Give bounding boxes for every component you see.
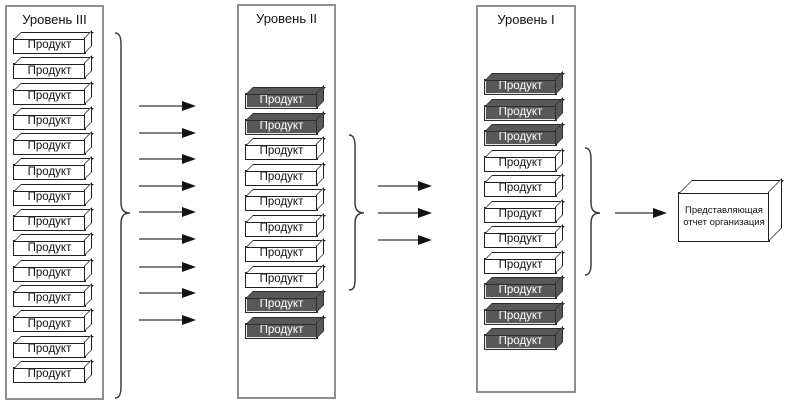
- arrow-icon: [139, 261, 197, 273]
- product-box: Продукт: [13, 38, 86, 54]
- product-label: Продукт: [27, 317, 72, 330]
- level-3-product-stack: Продукт Продукт Продукт Продукт Продукт …: [13, 7, 86, 383]
- level-1-title: Уровень I: [497, 12, 555, 27]
- product-box: Продукт: [484, 283, 557, 299]
- product-box: Продукт: [13, 341, 86, 358]
- product-box: Продукт: [484, 334, 557, 350]
- product-label: Продукт: [498, 80, 543, 93]
- product-label: Продукт: [498, 207, 543, 220]
- product-box: Продукт: [484, 104, 557, 121]
- arrow-icon: [139, 180, 197, 192]
- product-label: Продукт: [498, 335, 543, 348]
- product-box: Продукт: [13, 113, 86, 130]
- product-label: Продукт: [27, 368, 72, 381]
- level-2-title: Уровень II: [256, 11, 317, 26]
- brace-icon: [347, 133, 367, 293]
- arrow-icon: [615, 207, 673, 219]
- product-label: Продукт: [259, 196, 304, 209]
- product-box: Продукт: [13, 290, 86, 307]
- level-2-panel: Уровень II Продукт Продукт Продукт Проду…: [237, 4, 336, 399]
- product-label: Продукт: [27, 191, 72, 204]
- arrow-icon: [378, 234, 436, 246]
- product-label: Продукт: [259, 221, 304, 234]
- product-box: Продукт: [245, 195, 318, 211]
- product-box: Продукт: [245, 169, 318, 186]
- product-box: Продукт: [484, 155, 557, 172]
- product-box: Продукт: [13, 164, 86, 181]
- level-1-product-stack: Продукт Продукт Продукт Продукт Продукт …: [484, 7, 557, 350]
- product-box: Продукт: [484, 308, 557, 325]
- product-label: Продукт: [498, 284, 543, 297]
- product-label: Продукт: [259, 272, 304, 285]
- arrow-icon: [139, 314, 197, 326]
- product-label: Продукт: [259, 145, 304, 158]
- product-box: Продукт: [13, 366, 86, 383]
- product-box: Продукт: [13, 139, 86, 156]
- product-box: Продукт: [245, 297, 318, 313]
- arrow-icon: [139, 153, 197, 165]
- level-1-panel: Уровень I Продукт Продукт Продукт Продук…: [476, 5, 576, 393]
- product-label: Продукт: [27, 140, 72, 153]
- arrow-icon: [139, 233, 197, 245]
- product-label: Продукт: [27, 39, 72, 52]
- reporting-organization-label: Представляющая отчет организация: [683, 205, 765, 228]
- product-label: Продукт: [27, 266, 72, 279]
- product-box: Продукт: [484, 79, 557, 95]
- level-2-product-stack: Продукт Продукт Продукт Продукт Продукт …: [245, 6, 318, 339]
- product-label: Продукт: [259, 119, 304, 132]
- product-box: Продукт: [13, 63, 86, 80]
- product-box: Продукт: [13, 316, 86, 333]
- product-label: Продукт: [27, 342, 72, 355]
- product-label: Продукт: [259, 94, 304, 107]
- product-box: Продукт: [245, 144, 318, 160]
- product-label: Продукт: [27, 89, 72, 102]
- product-label: Продукт: [498, 156, 543, 169]
- product-label: Продукт: [498, 258, 543, 271]
- arrow-icon: [378, 207, 436, 219]
- product-box: Продукт: [484, 206, 557, 223]
- product-label: Продукт: [27, 165, 72, 178]
- product-box: Продукт: [245, 271, 318, 288]
- product-label: Продукт: [498, 233, 543, 246]
- product-box: Продукт: [13, 215, 86, 232]
- product-box: Продукт: [245, 246, 318, 262]
- product-label: Продукт: [27, 115, 72, 128]
- reporting-organization-box: Представляющая отчет организация: [678, 192, 770, 242]
- product-box: Продукт: [13, 189, 86, 206]
- product-label: Продукт: [498, 131, 543, 144]
- product-label: Продукт: [27, 216, 72, 229]
- product-label: Продукт: [498, 309, 543, 322]
- product-label: Продукт: [259, 170, 304, 183]
- product-box: Продукт: [484, 257, 557, 274]
- product-box: Продукт: [13, 265, 86, 282]
- product-box: Продукт: [484, 130, 557, 146]
- product-label: Продукт: [259, 323, 304, 336]
- arrow-icon: [139, 287, 197, 299]
- product-label: Продукт: [27, 292, 72, 305]
- product-label: Продукт: [259, 247, 304, 260]
- level-3-panel: Уровень III Продукт Продукт Продукт Прод…: [5, 5, 104, 400]
- product-label: Продукт: [498, 182, 543, 195]
- product-box: Продукт: [245, 322, 318, 339]
- arrow-icon: [139, 100, 197, 112]
- product-box: Продукт: [13, 240, 86, 257]
- product-box: Продукт: [484, 232, 557, 248]
- product-label: Продукт: [27, 241, 72, 254]
- product-box: Продукт: [245, 118, 318, 135]
- level-3-title: Уровень III: [22, 12, 87, 27]
- product-box: Продукт: [245, 220, 318, 237]
- arrow-icon: [139, 127, 197, 139]
- product-box: Продукт: [484, 181, 557, 197]
- product-label: Продукт: [27, 64, 72, 77]
- arrow-icon: [378, 180, 436, 192]
- arrow-icon: [139, 206, 197, 218]
- product-label: Продукт: [259, 298, 304, 311]
- product-label: Продукт: [498, 105, 543, 118]
- brace-icon: [583, 146, 603, 278]
- product-box: Продукт: [13, 88, 86, 105]
- product-box: Продукт: [245, 93, 318, 109]
- brace-icon: [113, 31, 133, 401]
